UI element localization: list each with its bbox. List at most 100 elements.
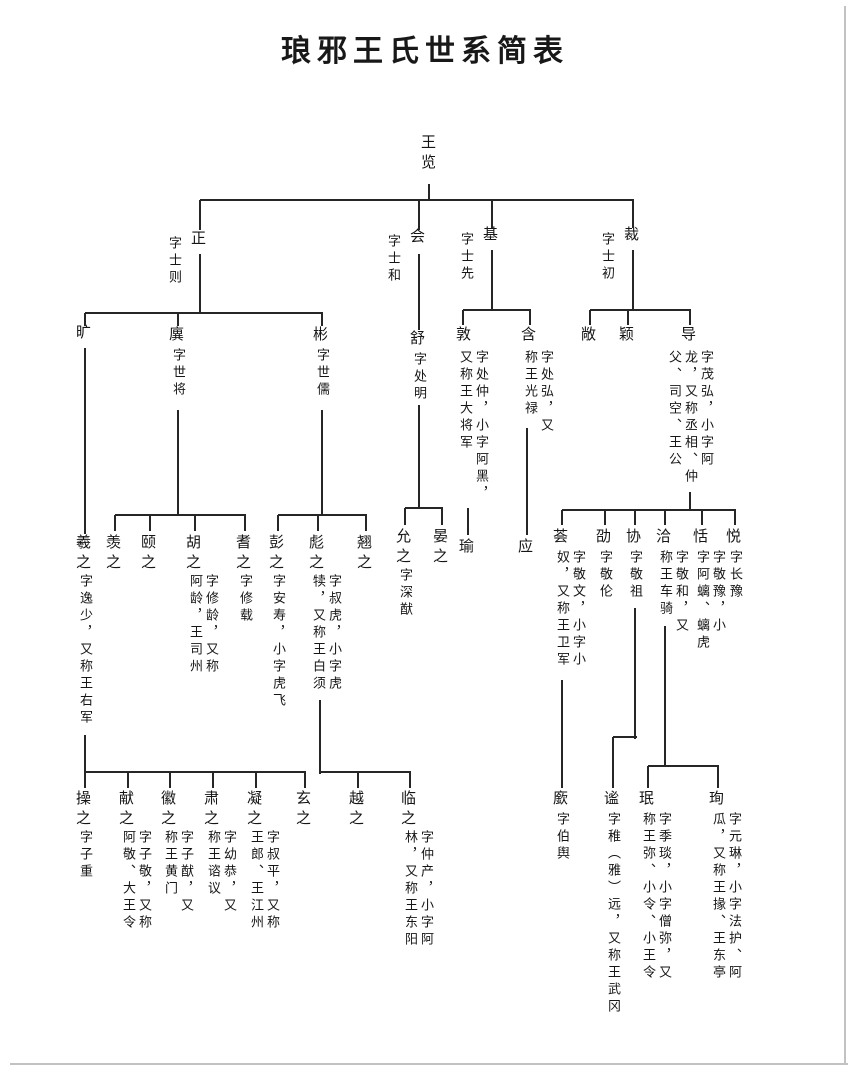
node-name: 廞 <box>551 790 569 810</box>
node-name: 颖 <box>617 326 635 346</box>
node-name: 彭之 <box>267 534 285 574</box>
node-annotation: 字敬祖 <box>627 550 642 601</box>
node-name: 含 <box>519 326 537 346</box>
connector-line <box>428 184 430 201</box>
node-name: 瑜 <box>457 538 475 558</box>
connector-line <box>365 515 367 531</box>
connector-line <box>409 772 411 788</box>
node-annotation: 称王光禄 <box>522 350 537 418</box>
node-name: 旷 <box>74 324 92 344</box>
node-annotation: 阿龄，王司州 <box>187 574 202 676</box>
connector-line <box>418 254 420 330</box>
connector-line <box>84 348 86 534</box>
connector-line <box>647 766 649 788</box>
node-annotation: 字世儒 <box>314 348 329 399</box>
node-name: 越之 <box>347 790 365 830</box>
connector-line <box>491 200 493 228</box>
node-annotation: 又称王大将军 <box>457 350 472 452</box>
node-name: 裁 <box>622 226 640 246</box>
node-name: 临之 <box>399 790 417 830</box>
node-name: 协 <box>624 528 642 548</box>
connector-line <box>177 313 179 326</box>
node-annotation: 林，又称王东阳 <box>402 830 417 949</box>
node-name: 翘之 <box>355 534 373 574</box>
node-annotation: 字伯舆 <box>554 812 569 863</box>
connector-line <box>632 250 634 310</box>
node-annotation: 称王弥、小令、小王令 <box>640 812 655 982</box>
node-annotation: 字敬文，小字小 <box>570 550 585 669</box>
connector-line <box>664 626 666 767</box>
node-name: 羲之 <box>74 534 92 574</box>
node-annotation: 字幼恭，又 <box>221 830 236 915</box>
connector-line <box>114 515 116 531</box>
connector-line <box>632 200 634 228</box>
node-name: 献之 <box>117 790 135 830</box>
connector-line <box>648 765 719 767</box>
node-annotation: 字仲产，小字阿 <box>418 830 433 949</box>
node-name: 肃之 <box>202 790 220 830</box>
node-annotation: 字修载 <box>237 574 252 625</box>
node-name: 廙 <box>167 326 185 346</box>
node-annotation: 字子猷，又 <box>178 830 193 915</box>
connector-line <box>320 771 411 773</box>
node-name: 恬 <box>691 528 709 548</box>
connector-line <box>317 515 319 531</box>
node-name: 正 <box>189 230 207 250</box>
connector-line <box>278 514 367 516</box>
node-name: 颐之 <box>139 534 157 574</box>
connector-line <box>277 515 279 531</box>
node-name: 基 <box>481 226 499 246</box>
node-name: 应 <box>516 538 534 558</box>
node-annotation: 字叔平，又称 <box>264 830 279 932</box>
node-annotation: 字世将 <box>170 348 185 399</box>
node-name: 谧 <box>602 790 620 810</box>
node-annotation: 字安寿，小字虎飞 <box>270 574 285 710</box>
node-annotation: 字稚（雅）远，又称王武冈 <box>605 812 620 1016</box>
node-annotation: 阿敬、大王令 <box>120 830 135 932</box>
connector-line <box>612 737 614 788</box>
node-annotation: 称王谘议 <box>205 830 220 898</box>
connector-line <box>526 428 528 535</box>
node-name: 彬 <box>311 326 329 346</box>
connector-line <box>562 509 736 511</box>
connector-line <box>463 309 531 311</box>
node-annotation: 称王车骑 <box>657 550 672 618</box>
node-annotation: 字敬和，又 <box>673 550 688 635</box>
connector-line <box>613 736 637 738</box>
node-annotation: 字元琳，小字法护、阿 <box>726 812 741 982</box>
node-annotation: 字士则 <box>166 236 181 287</box>
node-annotation: 字敬豫，小 <box>710 550 725 635</box>
node-annotation: 字处明 <box>411 352 426 403</box>
connector-line <box>491 250 493 310</box>
page-edge <box>10 1063 848 1065</box>
connector-line <box>689 492 691 510</box>
node-name: 晏之 <box>431 528 449 568</box>
node-annotation: 字叔虎，小字虎 <box>326 574 341 693</box>
connector-line <box>689 310 691 325</box>
node-name: 羡之 <box>104 534 122 574</box>
connector-line <box>177 410 179 515</box>
connector-line <box>590 309 691 311</box>
node-annotation: 王郎、王江州 <box>248 830 263 932</box>
node-name: 敦 <box>454 326 472 346</box>
node-name: 劭 <box>594 528 612 548</box>
connector-line <box>169 772 171 788</box>
node-name: 洽 <box>654 528 672 548</box>
node-name: 舒 <box>408 330 426 350</box>
connector-line <box>194 515 196 531</box>
connector-line <box>357 772 359 788</box>
node-name: 悦 <box>724 528 742 548</box>
node-name: 彪之 <box>307 534 325 574</box>
connector-line <box>734 510 736 525</box>
connector-line <box>441 508 443 525</box>
node-annotation: 字修龄，又称 <box>203 574 218 676</box>
node-name: 徽之 <box>159 790 177 830</box>
node-name: 会 <box>408 228 426 248</box>
node-name: 操之 <box>74 790 92 830</box>
connector-line <box>84 772 86 788</box>
connector-line <box>149 515 151 531</box>
node-annotation: 字子敬，又称 <box>136 830 151 932</box>
node-annotation: 字子重 <box>77 830 92 881</box>
node-name: 导 <box>679 326 697 346</box>
